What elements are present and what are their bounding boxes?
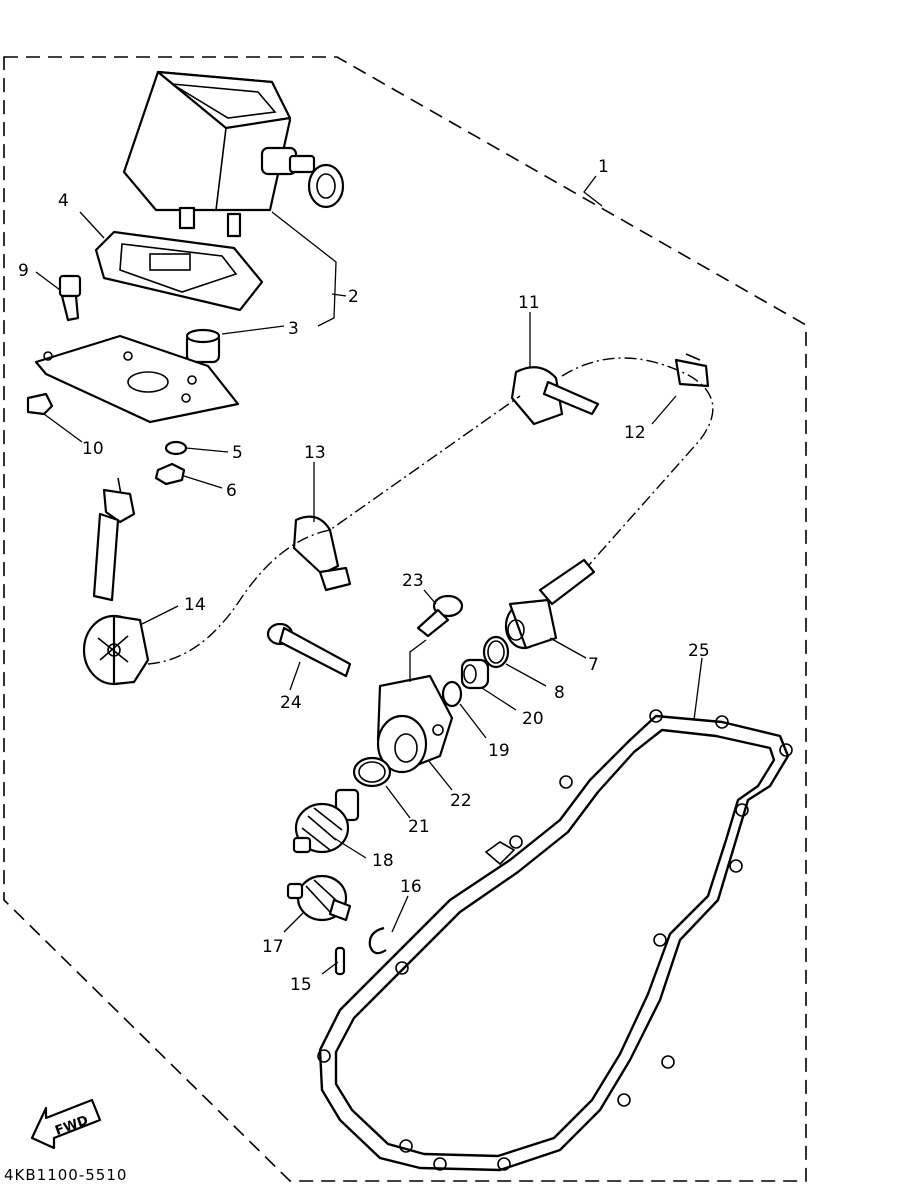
label-16: 16	[400, 877, 422, 897]
grommet	[185, 328, 221, 364]
bolt-24	[266, 622, 352, 678]
label-6: 6	[226, 481, 237, 501]
clamp-13	[292, 515, 352, 592]
label-11: 11	[518, 293, 540, 313]
gasket-25	[317, 709, 793, 1172]
label-19: 19	[488, 741, 510, 761]
label-4: 4	[58, 191, 69, 211]
diagram-code: 4KB1100-5510	[4, 1166, 127, 1184]
meter-cable-end	[82, 477, 150, 686]
nut-10	[26, 392, 54, 416]
label-14: 14	[184, 595, 206, 615]
label-22: 22	[450, 791, 472, 811]
leader-lines	[35, 175, 703, 975]
fitting-7	[504, 558, 596, 650]
bushing-20	[460, 658, 490, 690]
label-13: 13	[304, 443, 326, 463]
label-17: 17	[262, 937, 284, 957]
fwd-arrow: FWD	[30, 1098, 102, 1150]
washer-5	[164, 440, 188, 456]
label-7: 7	[588, 655, 599, 675]
label-12: 12	[624, 423, 646, 443]
label-24: 24	[280, 693, 302, 713]
gear-18	[292, 788, 360, 854]
label-23: 23	[402, 571, 424, 591]
nut-6	[154, 462, 186, 486]
assembly-boundary	[3, 56, 807, 1182]
o-ring-8-inner	[487, 640, 505, 664]
gear-17	[286, 874, 352, 922]
label-21: 21	[408, 817, 430, 837]
label-20: 20	[522, 709, 544, 729]
cable-band-11	[510, 366, 600, 426]
label-18: 18	[372, 851, 394, 871]
circlip-16	[368, 926, 387, 955]
clip-12	[674, 353, 710, 388]
meter-damper	[94, 230, 264, 312]
meter-bracket	[34, 334, 240, 424]
label-1: 1	[598, 157, 609, 177]
pin-15	[334, 946, 346, 976]
label-8: 8	[554, 683, 565, 703]
bolt-23	[416, 594, 464, 638]
label-3: 3	[288, 319, 299, 339]
meter-unit	[122, 70, 345, 238]
o-ring-21-inner	[358, 761, 386, 783]
bolt-9	[58, 274, 82, 322]
gear-housing-22	[376, 639, 454, 774]
label-5: 5	[232, 443, 243, 463]
cable-route-line	[147, 357, 714, 665]
label-9: 9	[18, 261, 29, 281]
label-10: 10	[82, 439, 104, 459]
label-2: 2	[348, 287, 359, 307]
washer-19	[441, 680, 463, 708]
label-25: 25	[688, 641, 710, 661]
label-15: 15	[290, 975, 312, 995]
